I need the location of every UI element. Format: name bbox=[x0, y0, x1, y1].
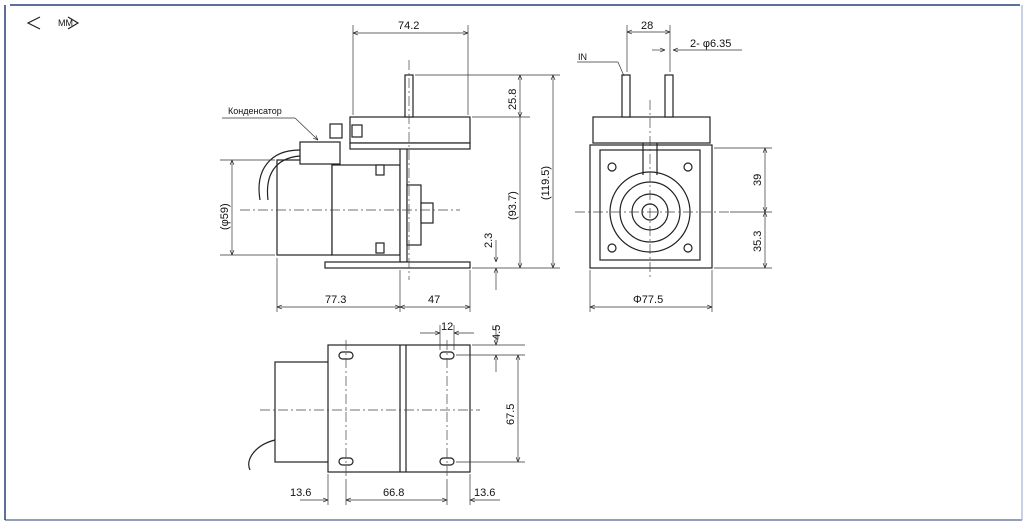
svg-text:12: 12 bbox=[441, 321, 453, 333]
svg-text:4.5: 4.5 bbox=[491, 325, 503, 340]
svg-text:25.8: 25.8 bbox=[507, 89, 519, 110]
svg-text:Конденсатор: Конденсатор bbox=[228, 106, 282, 116]
svg-text:(93.7): (93.7) bbox=[507, 191, 519, 220]
svg-text:77.3: 77.3 bbox=[325, 294, 346, 306]
mount-plate bbox=[327, 344, 471, 473]
side-view: 74.2 25.8 (93.7) (119.5) 2.3 (φ59) 77.3 … bbox=[219, 20, 560, 312]
svg-text:13.6: 13.6 bbox=[290, 487, 311, 499]
terminal bbox=[664, 74, 674, 118]
svg-text:13.6: 13.6 bbox=[474, 487, 495, 499]
front-view: 28 2- φ6.35 IN 39 35.3 Φ77.5 bbox=[575, 20, 772, 312]
terminal-in bbox=[621, 74, 631, 118]
svg-text:74.2: 74.2 bbox=[398, 20, 419, 32]
svg-text:39: 39 bbox=[752, 174, 764, 186]
frame bbox=[4, 4, 1023, 521]
bottom-view: 12 4.5 67.5 13.6 66.8 13.6 bbox=[248, 321, 525, 505]
svg-text:66.8: 66.8 bbox=[383, 487, 404, 499]
gearbox bbox=[349, 116, 471, 144]
svg-text:(119.5): (119.5) bbox=[540, 166, 552, 200]
capacitor bbox=[299, 141, 341, 165]
svg-text:28: 28 bbox=[641, 20, 653, 32]
svg-text:67.5: 67.5 bbox=[505, 404, 517, 425]
svg-text:35.3: 35.3 bbox=[752, 231, 764, 252]
base-plate bbox=[324, 261, 471, 269]
units-label: ММ bbox=[26, 16, 80, 30]
svg-text:ММ: ММ bbox=[58, 18, 73, 28]
svg-text:(φ59): (φ59) bbox=[219, 203, 231, 230]
motor-body-bottom bbox=[274, 361, 331, 463]
svg-text:47: 47 bbox=[428, 294, 440, 306]
svg-text:2- φ6.35: 2- φ6.35 bbox=[690, 38, 731, 50]
svg-text:IN: IN bbox=[578, 52, 587, 62]
motor-body bbox=[276, 159, 333, 256]
svg-text:2.3: 2.3 bbox=[483, 233, 495, 248]
svg-text:Φ77.5: Φ77.5 bbox=[633, 294, 663, 306]
bracket bbox=[399, 147, 408, 263]
